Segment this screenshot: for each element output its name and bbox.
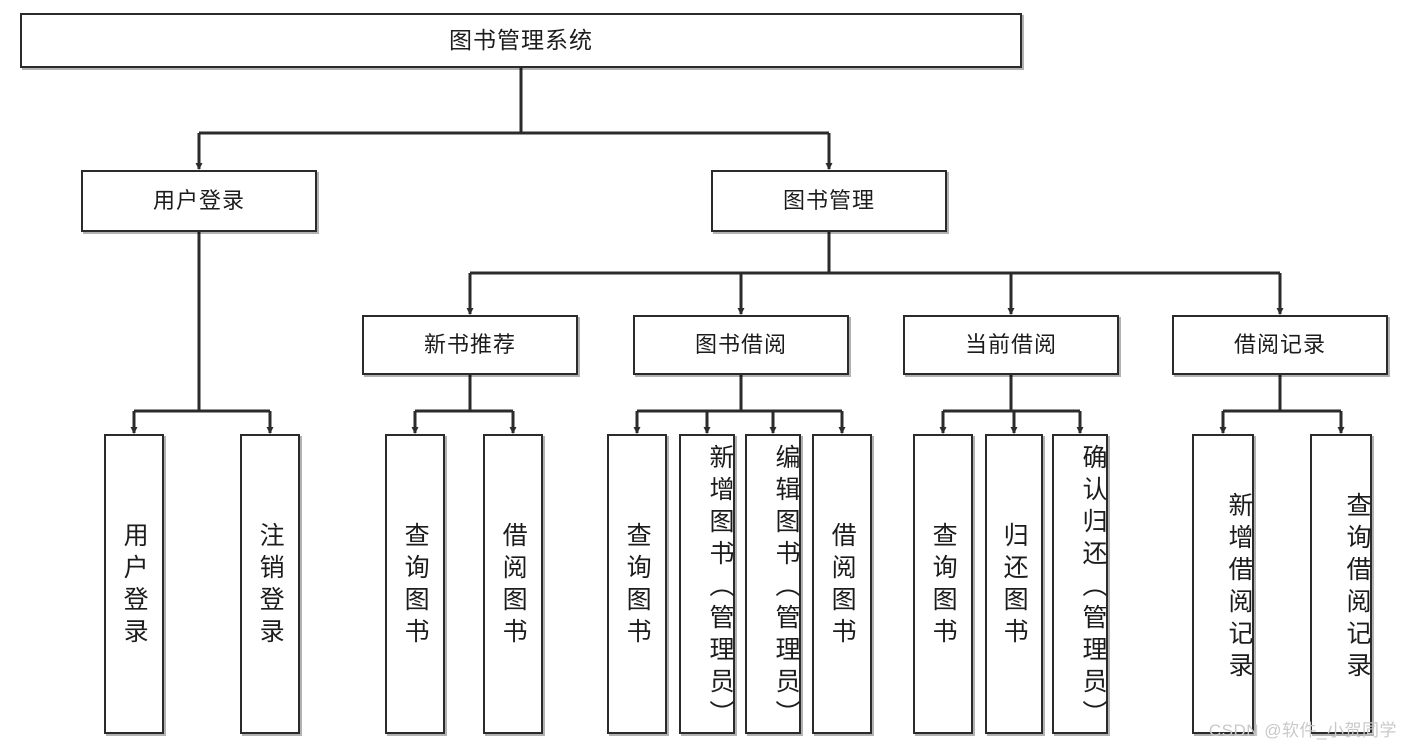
node-label: 图书管理 xyxy=(782,188,875,214)
node-label: 归还图书 xyxy=(1000,522,1029,650)
node-label: 用户登录 xyxy=(120,522,149,650)
node-label: 图书管理系统 xyxy=(449,27,593,54)
node-label: 查询借阅记录 xyxy=(1343,492,1371,684)
node-label: 借阅图书 xyxy=(828,522,857,650)
node-label: 当前借阅 xyxy=(964,332,1057,358)
node-label: 查询图书 xyxy=(929,522,958,650)
node-leaf-borrow-book-1: 借阅图书 xyxy=(483,434,543,734)
node-leaf-query-book-3: 查询图书 xyxy=(913,434,973,734)
node-root: 图书管理系统 xyxy=(20,13,1022,68)
node-book-manage: 图书管理 xyxy=(711,170,947,232)
node-borrow-record: 借阅记录 xyxy=(1172,315,1388,375)
node-label: 图书借阅 xyxy=(694,332,787,358)
node-leaf-user-login: 用户登录 xyxy=(104,434,164,734)
node-leaf-add-record: 新增借阅记录 xyxy=(1192,434,1254,734)
node-label: 新增借阅记录 xyxy=(1225,492,1253,684)
node-label: 新增图书（管理员） xyxy=(706,444,734,732)
node-label: 借阅图书 xyxy=(499,522,528,650)
node-leaf-confirm-return: 确认归还（管理员） xyxy=(1052,434,1108,734)
node-label: 确认归还（管理员） xyxy=(1079,444,1107,732)
node-leaf-user-logout: 注销登录 xyxy=(240,434,300,734)
node-book-borrow: 图书借阅 xyxy=(633,315,849,375)
node-leaf-add-book: 新增图书（管理员） xyxy=(679,434,735,734)
node-label: 查询图书 xyxy=(623,522,652,650)
node-leaf-borrow-book-2: 借阅图书 xyxy=(812,434,872,734)
node-new-book-rec: 新书推荐 xyxy=(362,315,578,375)
node-label: 注销登录 xyxy=(256,522,285,650)
node-leaf-query-record: 查询借阅记录 xyxy=(1310,434,1372,734)
node-leaf-return-book: 归还图书 xyxy=(985,434,1043,734)
node-user-login: 用户登录 xyxy=(81,170,317,232)
node-label: 编辑图书（管理员） xyxy=(772,444,800,732)
node-leaf-query-book-1: 查询图书 xyxy=(385,434,445,734)
node-leaf-edit-book: 编辑图书（管理员） xyxy=(745,434,801,734)
node-leaf-query-book-2: 查询图书 xyxy=(607,434,667,734)
node-label: 用户登录 xyxy=(152,188,245,214)
node-label: 查询图书 xyxy=(401,522,430,650)
node-label: 借阅记录 xyxy=(1233,332,1326,358)
node-current-borrow: 当前借阅 xyxy=(903,315,1119,375)
node-label: 新书推荐 xyxy=(423,332,516,358)
